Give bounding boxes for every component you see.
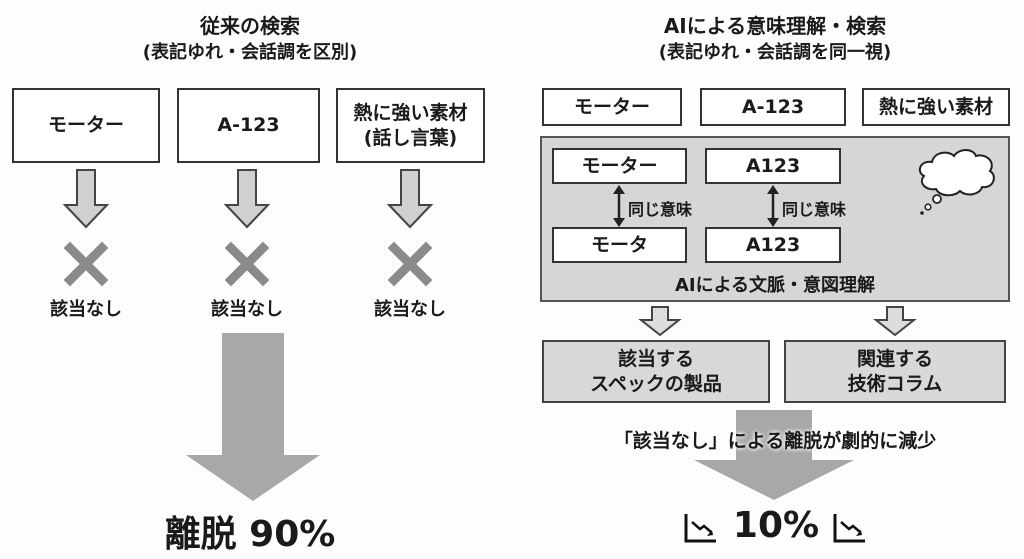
right-query-material: 熱に強い素材 bbox=[862, 88, 1010, 126]
small-arrows bbox=[638, 306, 917, 337]
trend-down-icon bbox=[684, 514, 716, 543]
down-arrow-icon bbox=[873, 306, 917, 337]
right-query-motor: モーター bbox=[542, 88, 682, 126]
down-arrow-icon bbox=[386, 169, 434, 229]
left-subtitle: (表記ゆれ・会話調を区別) bbox=[142, 42, 358, 63]
cross-icon bbox=[224, 241, 270, 287]
left-query-motor: モーター bbox=[12, 88, 160, 163]
cross-icon bbox=[387, 241, 433, 287]
no-result-label: 該当なし bbox=[50, 299, 122, 320]
right-query-a123: A-123 bbox=[700, 88, 846, 126]
cross-icon bbox=[63, 241, 109, 287]
thought-cloud-icon bbox=[918, 149, 995, 215]
big-down-arrow-icon bbox=[694, 410, 854, 500]
left-arrows-and-x bbox=[62, 169, 434, 287]
down-arrow-icon bbox=[62, 169, 110, 229]
effect-text: 「該当なし」による離脱が劇的に減少 bbox=[613, 430, 937, 452]
trend-down-icon bbox=[833, 514, 865, 543]
result-products: 該当する スペックの製品 bbox=[542, 340, 770, 403]
term-motor-short: モータ bbox=[552, 227, 687, 263]
down-arrow-icon bbox=[638, 306, 682, 337]
same-meaning-label: 同じ意味 bbox=[782, 200, 847, 219]
no-result-label: 該当なし bbox=[211, 299, 283, 320]
result-columns: 関連する 技術コラム bbox=[784, 340, 1006, 403]
term-a123-bottom: A123 bbox=[705, 227, 841, 263]
ai-panel-caption: AIによる文脈・意図理解 bbox=[674, 275, 876, 296]
left-query-material: 熱に強い素材 (話し言葉) bbox=[336, 88, 485, 163]
right-subtitle: (表記ゆれ・会話調を同一視) bbox=[658, 42, 892, 63]
down-arrow-icon bbox=[223, 169, 271, 229]
right-title: AIによる意味理解・検索 bbox=[663, 14, 887, 38]
left-title: 従来の検索 bbox=[200, 14, 300, 38]
no-result-label: 該当なし bbox=[374, 299, 446, 320]
big-down-arrow-icon bbox=[186, 333, 320, 501]
same-meaning-label: 同じ意味 bbox=[628, 200, 693, 219]
left-query-a123: A-123 bbox=[177, 88, 320, 163]
term-a123-top: A123 bbox=[705, 148, 841, 184]
right-outcome: 10% bbox=[732, 505, 820, 546]
left-outcome: 離脱 90% bbox=[164, 514, 336, 555]
term-motor-long: モーター bbox=[552, 148, 687, 184]
bidirectional-arrows bbox=[613, 185, 779, 227]
